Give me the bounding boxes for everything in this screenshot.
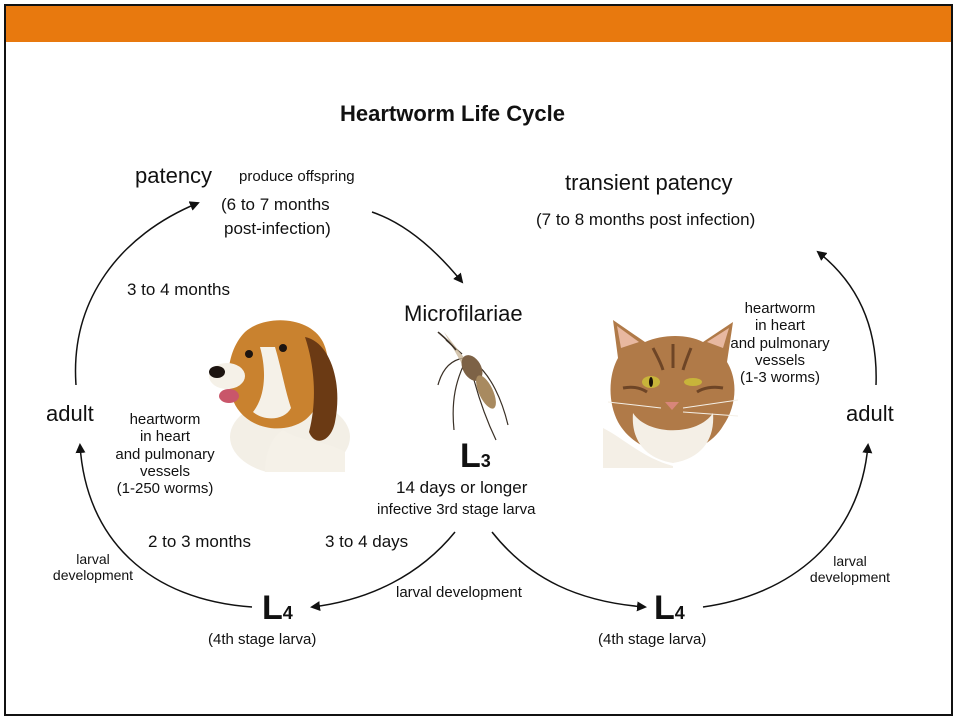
produce-offspring-label: produce offspring [239,168,355,185]
dog-l4-caption: (4th stage larva) [208,631,316,648]
transient-patency-label: transient patency [565,170,733,195]
two-to-three-months-label: 2 to 3 months [148,532,251,552]
cat-l4-caption: (4th stage larva) [598,631,706,648]
center-larval-development-label: larval development [396,584,522,601]
patency-time-line1: (6 to 7 months [221,195,330,215]
beagle-dog-image [205,312,350,472]
cat-adult-label: adult [846,401,894,426]
tabby-cat-image [603,318,743,468]
dog-adult-note: heartworm in heart and pulmonary vessels… [110,411,220,497]
diagram-title: Heartworm Life Cycle [340,101,565,126]
mosquito-image [436,330,516,445]
microfilariae-label: Microfilariae [404,301,523,326]
dog-l4-label: L4 [262,589,293,628]
fourteen-days-label: 14 days or longer [396,478,527,498]
cat-l4-label: L4 [654,589,685,628]
l3-label: L3 [460,437,491,476]
three-to-four-days-label: 3 to 4 days [325,532,408,552]
dog-larval-development-label: larval development [38,551,148,583]
arrow-patency-to-microfilariae [372,212,462,282]
infective-stage-label: infective 3rd stage larva [377,501,535,518]
transient-patency-time: (7 to 8 months post infection) [536,210,755,230]
patency-label: patency [135,163,212,188]
dog-adult-label: adult [46,401,94,426]
three-to-four-months-label: 3 to 4 months [127,280,230,300]
patency-time-line2: post-infection) [224,219,331,239]
cat-larval-development-label: larval development [790,553,910,585]
